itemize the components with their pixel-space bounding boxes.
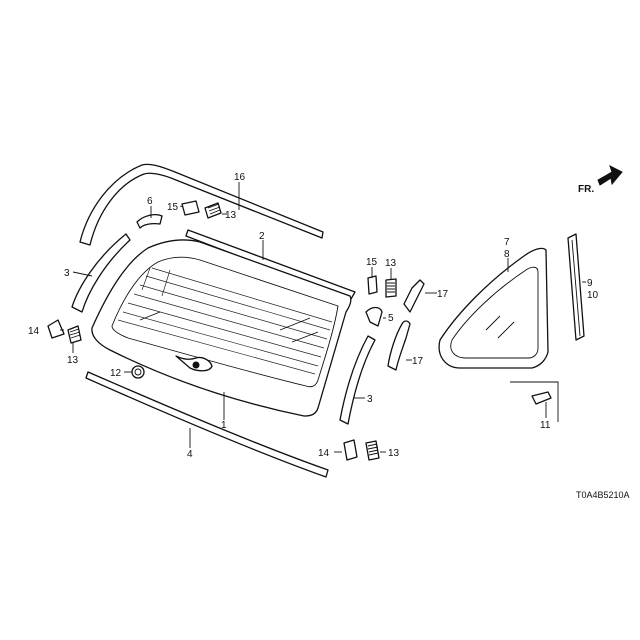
callout-1: 1 [221, 420, 227, 431]
part-13-top [204, 202, 222, 219]
direction-label: FR. [578, 184, 594, 195]
callout-17-upper: 17 [437, 289, 449, 300]
callout-15-right: 15 [366, 257, 378, 268]
part-9-10-weatherstrip [567, 233, 585, 341]
part-3-left-molding [71, 233, 131, 313]
diagram-code: T0A4B5210A [576, 490, 630, 500]
part-16-upper-molding [79, 163, 324, 246]
callout-13-bottom: 13 [388, 448, 400, 459]
callout-3-right: 3 [367, 394, 373, 405]
part-13-left [67, 325, 82, 344]
callout-9: 9 [587, 278, 593, 289]
part-4-lower-molding [85, 371, 329, 478]
callout-3-left: 3 [64, 268, 70, 279]
part-11-clip [510, 381, 559, 422]
callout-12: 12 [110, 368, 122, 379]
callout-4: 4 [187, 449, 193, 460]
callout-16: 16 [234, 172, 246, 183]
callout-13-top: 13 [225, 210, 237, 221]
part-14-bottom [343, 439, 358, 461]
callout-14-left: 14 [28, 326, 40, 337]
part-14-left [47, 319, 65, 339]
callout-14-bottom: 14 [318, 448, 330, 459]
callout-7: 7 [504, 237, 510, 248]
part-12-grommet [131, 365, 145, 379]
front-arrow-icon [597, 165, 623, 186]
part-7-8-quarter-glass [438, 247, 549, 369]
part-15-top [181, 200, 200, 216]
leader-lines [60, 182, 586, 453]
part-1-rear-glass [91, 239, 352, 417]
callout-13-right: 13 [385, 258, 397, 269]
callout-11: 11 [540, 420, 551, 431]
callout-15-top: 15 [167, 202, 179, 213]
part-17-lower-trim [387, 320, 411, 371]
part-17-upper-trim [403, 279, 425, 313]
part-15-right [367, 275, 378, 295]
part-6-clip [136, 214, 163, 229]
part-13-bottom [365, 440, 380, 461]
part-13-right [385, 278, 397, 298]
callout-2: 2 [259, 231, 265, 242]
callout-6: 6 [147, 196, 153, 207]
callout-8: 8 [504, 249, 510, 260]
callout-5: 5 [388, 313, 394, 324]
callout-10: 10 [587, 290, 599, 301]
callout-17-lower: 17 [412, 356, 424, 367]
callout-13-left: 13 [67, 355, 79, 366]
part-3-right-molding [339, 335, 376, 425]
part-5-clip [365, 306, 383, 327]
